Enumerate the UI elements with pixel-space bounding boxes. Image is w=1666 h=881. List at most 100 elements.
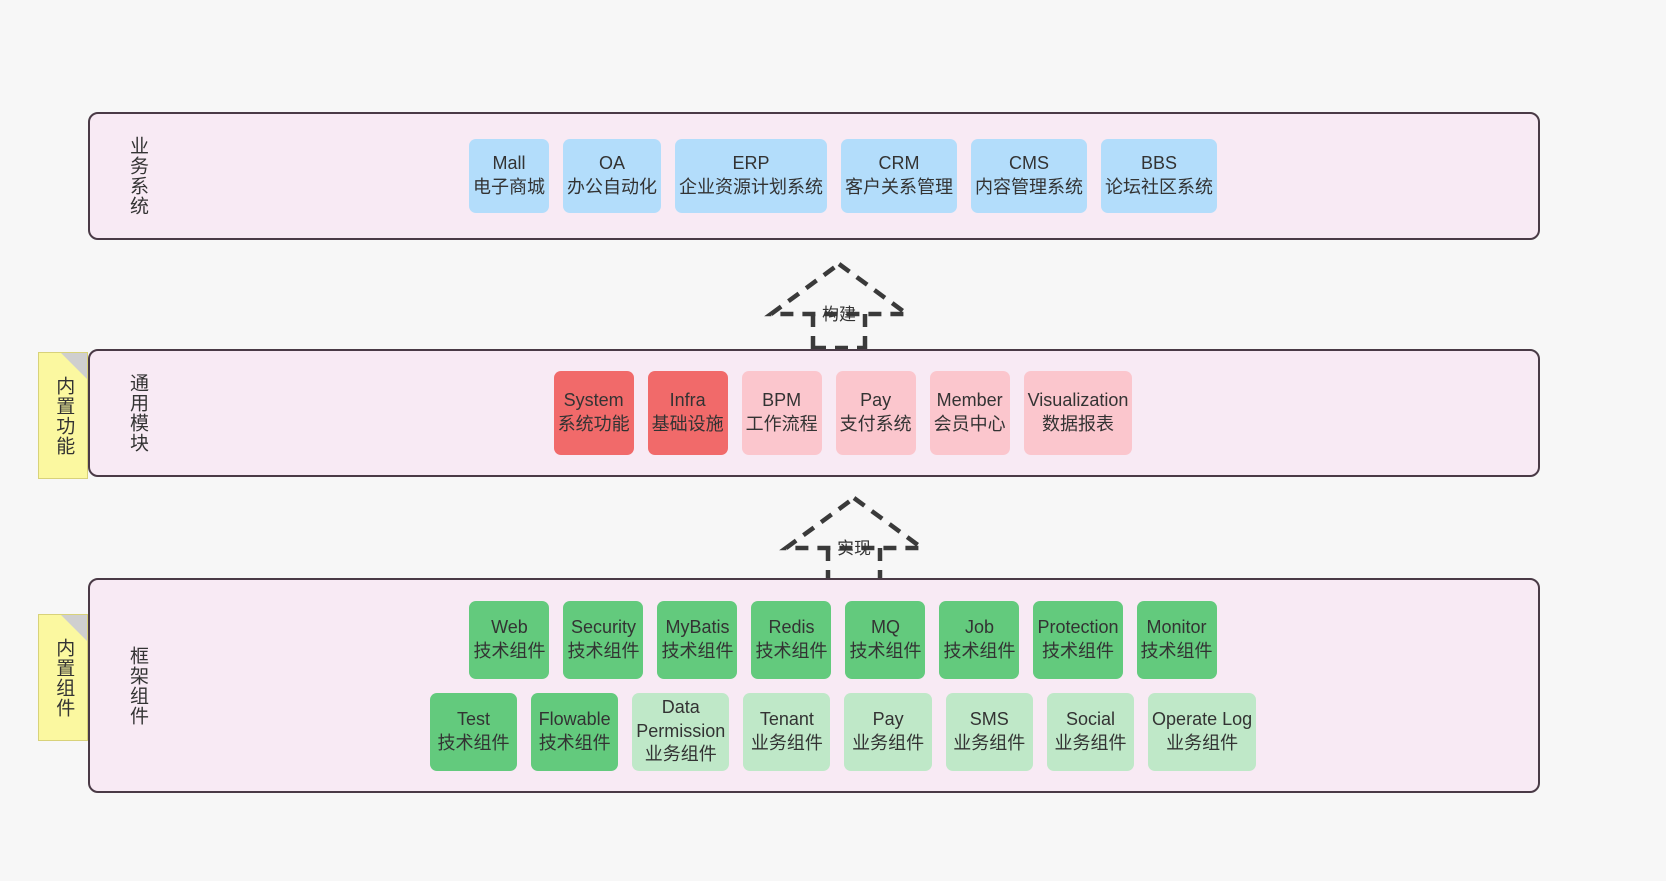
card-system[interactable]: System 系统功能 bbox=[553, 371, 634, 455]
card-subtitle: 企业资源计划系统 bbox=[679, 177, 823, 197]
card-title: Pay bbox=[872, 708, 904, 729]
card-row: Web 技术组件 Security 技术组件 MyBatis 技术组件 Redi… bbox=[469, 600, 1217, 679]
card-subtitle: 办公自动化 bbox=[567, 177, 657, 197]
layer-title-framework: 框架组件 bbox=[127, 645, 148, 726]
card-title: Member bbox=[936, 390, 1003, 411]
card-title: Data Permission bbox=[636, 696, 726, 741]
card-title: Monitor bbox=[1146, 616, 1207, 637]
card-crm[interactable]: CRM 客户关系管理 bbox=[841, 139, 957, 213]
card-subtitle: 技术组件 bbox=[437, 732, 510, 753]
card-title: Visualization bbox=[1027, 390, 1129, 411]
card-protection[interactable]: Protection 技术组件 bbox=[1033, 600, 1123, 679]
card-security[interactable]: Security 技术组件 bbox=[563, 600, 644, 679]
card-title: System bbox=[563, 390, 624, 411]
card-subtitle: 业务组件 bbox=[1054, 732, 1127, 753]
card-subtitle: 技术组件 bbox=[538, 732, 611, 753]
generalization-triangle-icon bbox=[764, 261, 914, 317]
card-title: Web bbox=[491, 616, 528, 637]
card-subtitle: 技术组件 bbox=[661, 640, 734, 661]
card-redis[interactable]: Redis 技术组件 bbox=[751, 600, 832, 679]
card-subtitle: 技术组件 bbox=[943, 640, 1016, 661]
card-title: Flowable bbox=[538, 708, 611, 729]
card-title: Operate Log bbox=[1152, 708, 1253, 729]
card-bpm[interactable]: BPM 工作流程 bbox=[741, 371, 822, 455]
card-title: BPM bbox=[762, 390, 802, 411]
card-title: Infra bbox=[669, 390, 706, 411]
card-mall[interactable]: Mall 电子商城 bbox=[469, 139, 549, 213]
card-title: Pay bbox=[860, 390, 892, 411]
layer-business-cards: Mall 电子商城 OA 办公自动化 ERP 企业资源计划系统 CRM 客户关系… bbox=[148, 114, 1538, 238]
card-title: Security bbox=[570, 616, 636, 637]
card-social[interactable]: Social 业务组件 bbox=[1046, 692, 1135, 771]
card-subtitle: 技术组件 bbox=[755, 640, 828, 661]
card-row: Test 技术组件 Flowable 技术组件 Data Permission … bbox=[429, 692, 1257, 771]
card-row: System 系统功能 Infra 基础设施 BPM 工作流程 Pay 支付系统… bbox=[553, 371, 1133, 455]
card-subtitle: 技术组件 bbox=[567, 640, 640, 661]
note-fold-icon bbox=[61, 615, 87, 641]
card-title: Redis bbox=[768, 616, 815, 637]
card-title: CMS bbox=[1009, 153, 1049, 174]
card-member[interactable]: Member 会员中心 bbox=[929, 371, 1010, 455]
generalization-triangle-icon bbox=[779, 495, 929, 551]
card-bbs[interactable]: BBS 论坛社区系统 bbox=[1101, 139, 1217, 213]
card-title: Protection bbox=[1037, 616, 1119, 637]
note-builtin-component: 内置组件 bbox=[38, 614, 88, 741]
card-subtitle: 基础设施 bbox=[651, 414, 724, 434]
card-subtitle: 业务组件 bbox=[750, 732, 823, 753]
layer-title-modules: 通用模块 bbox=[127, 373, 148, 453]
card-tenant[interactable]: Tenant 业务组件 bbox=[743, 692, 831, 771]
card-title: ERP bbox=[732, 153, 770, 174]
card-subtitle: 业务组件 bbox=[852, 732, 925, 753]
card-subtitle: 工作流程 bbox=[745, 414, 818, 434]
card-subtitle: 系统功能 bbox=[557, 414, 630, 434]
card-subtitle: 客户关系管理 bbox=[845, 177, 953, 197]
note-label: 内置组件 bbox=[53, 637, 75, 718]
card-sms[interactable]: SMS 业务组件 bbox=[945, 692, 1033, 771]
layer-framework-components: 框架组件 Web 技术组件 Security 技术组件 MyBatis 技术组件… bbox=[88, 578, 1540, 793]
card-title: SMS bbox=[969, 708, 1009, 729]
card-mybatis[interactable]: MyBatis 技术组件 bbox=[657, 600, 738, 679]
card-row: Mall 电子商城 OA 办公自动化 ERP 企业资源计划系统 CRM 客户关系… bbox=[469, 139, 1217, 213]
note-fold-icon bbox=[61, 353, 87, 379]
card-erp[interactable]: ERP 企业资源计划系统 bbox=[675, 139, 827, 213]
card-flowable[interactable]: Flowable 技术组件 bbox=[531, 692, 619, 771]
note-label: 内置功能 bbox=[53, 375, 75, 456]
card-title: MyBatis bbox=[665, 616, 730, 637]
card-subtitle: 业务组件 bbox=[953, 732, 1026, 753]
card-subtitle: 业务组件 bbox=[644, 744, 717, 765]
card-title: MQ bbox=[870, 616, 900, 637]
card-title: Tenant bbox=[759, 708, 814, 729]
card-subtitle: 内容管理系统 bbox=[975, 177, 1083, 197]
connector-build-arrow: 构建 bbox=[755, 258, 923, 350]
card-cms[interactable]: CMS 内容管理系统 bbox=[971, 139, 1087, 213]
card-title: Social bbox=[1065, 708, 1115, 729]
layer-common-modules: 通用模块 System 系统功能 Infra 基础设施 BPM 工作流程 Pay… bbox=[88, 349, 1540, 477]
card-test[interactable]: Test 技术组件 bbox=[429, 692, 518, 771]
card-mq[interactable]: MQ 技术组件 bbox=[845, 600, 926, 679]
card-subtitle: 电子商城 bbox=[473, 177, 545, 197]
card-pay-business[interactable]: Pay 业务组件 bbox=[844, 692, 932, 771]
card-infra[interactable]: Infra 基础设施 bbox=[647, 371, 728, 455]
card-operate-log[interactable]: Operate Log 业务组件 bbox=[1148, 692, 1257, 771]
card-visualization[interactable]: Visualization 数据报表 bbox=[1023, 371, 1133, 455]
layer-modules-cards: System 系统功能 Infra 基础设施 BPM 工作流程 Pay 支付系统… bbox=[148, 351, 1538, 475]
card-subtitle: 支付系统 bbox=[839, 414, 912, 434]
card-subtitle: 技术组件 bbox=[473, 640, 546, 661]
card-pay[interactable]: Pay 支付系统 bbox=[835, 371, 916, 455]
layer-title-business: 业务系统 bbox=[127, 136, 148, 216]
card-oa[interactable]: OA 办公自动化 bbox=[563, 139, 661, 213]
card-monitor[interactable]: Monitor 技术组件 bbox=[1136, 600, 1217, 679]
layer-business-systems: 业务系统 Mall 电子商城 OA 办公自动化 ERP 企业资源计划系统 CRM… bbox=[88, 112, 1540, 240]
card-subtitle: 会员中心 bbox=[933, 414, 1006, 434]
card-title: CRM bbox=[878, 153, 920, 174]
card-subtitle: 业务组件 bbox=[1166, 732, 1239, 753]
card-web[interactable]: Web 技术组件 bbox=[469, 600, 550, 679]
connector-implement-arrow: 实现 bbox=[770, 492, 938, 584]
note-builtin-function: 内置功能 bbox=[38, 352, 88, 479]
card-title: Job bbox=[964, 616, 994, 637]
card-title: BBS bbox=[1140, 153, 1178, 174]
card-job[interactable]: Job 技术组件 bbox=[939, 600, 1020, 679]
layer-framework-cards: Web 技术组件 Security 技术组件 MyBatis 技术组件 Redi… bbox=[148, 580, 1538, 791]
card-data-permission[interactable]: Data Permission 业务组件 bbox=[632, 692, 730, 771]
card-subtitle: 论坛社区系统 bbox=[1105, 177, 1213, 197]
